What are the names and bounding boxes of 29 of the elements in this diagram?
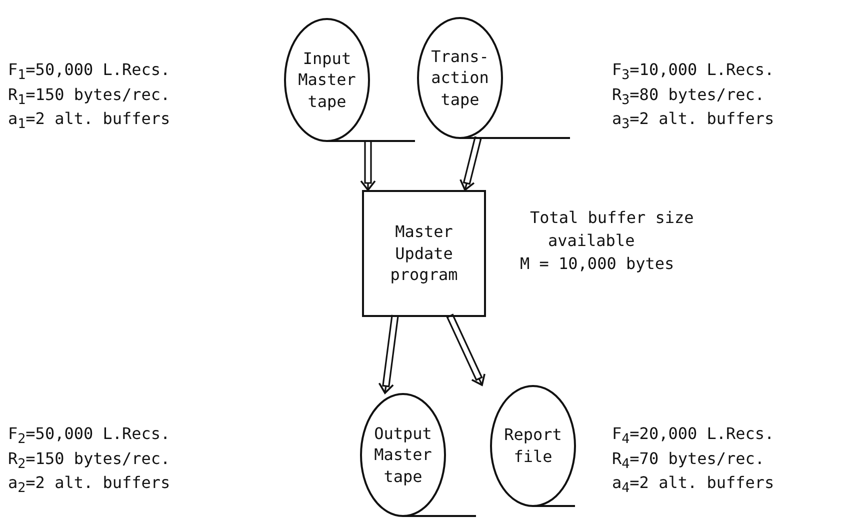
node-label: Output Master tape — [373, 422, 433, 488]
node-label: Report file — [503, 424, 563, 468]
tape-reel-shape — [360, 393, 477, 517]
double-line-arrow — [360, 140, 376, 191]
parameter-text: R$_{1}$=150 bytes/rec. — [8, 84, 170, 109]
node-label: Master Update program — [389, 221, 459, 286]
note-text: available — [548, 231, 635, 250]
parameter-text: R$_{3}$=80 bytes/rec. — [612, 84, 766, 109]
tape-reel-shape — [417, 17, 571, 139]
parameter-text: F$_{1}$=50,000 L.Recs. — [8, 60, 170, 84]
note-text: Total buffer size — [530, 208, 694, 227]
parameter-text: R$_{4}$=70 bytes/rec. — [612, 448, 766, 473]
node-label: Input Master tape — [297, 48, 357, 112]
parameter-text: F$_{4}$=20,000 L.Recs. — [612, 424, 774, 448]
parameter-text: R$_{2}$=150 bytes/rec. — [8, 448, 170, 473]
process-box — [362, 190, 486, 317]
tape-reel-shape — [284, 18, 416, 142]
double-line-arrow — [460, 136, 482, 191]
note-text: M = 10,000 bytes — [520, 254, 674, 273]
parameter-text: a$_{2}$=2 alt. buffers — [8, 473, 170, 498]
double-line-arrow — [446, 314, 486, 386]
parameter-text: F$_{2}$=50,000 L.Recs. — [8, 424, 170, 448]
parameter-text: a$_{1}$=2 alt. buffers — [8, 109, 170, 134]
double-line-arrow — [378, 314, 399, 394]
tape-reel-shape — [490, 385, 576, 507]
parameter-text: F$_{3}$=10,000 L.Recs. — [612, 60, 774, 84]
parameter-text: a$_{4}$=2 alt. buffers — [612, 473, 774, 498]
node-label: Trans- action tape — [430, 46, 490, 110]
parameter-text: a$_{3}$=2 alt. buffers — [612, 109, 774, 134]
